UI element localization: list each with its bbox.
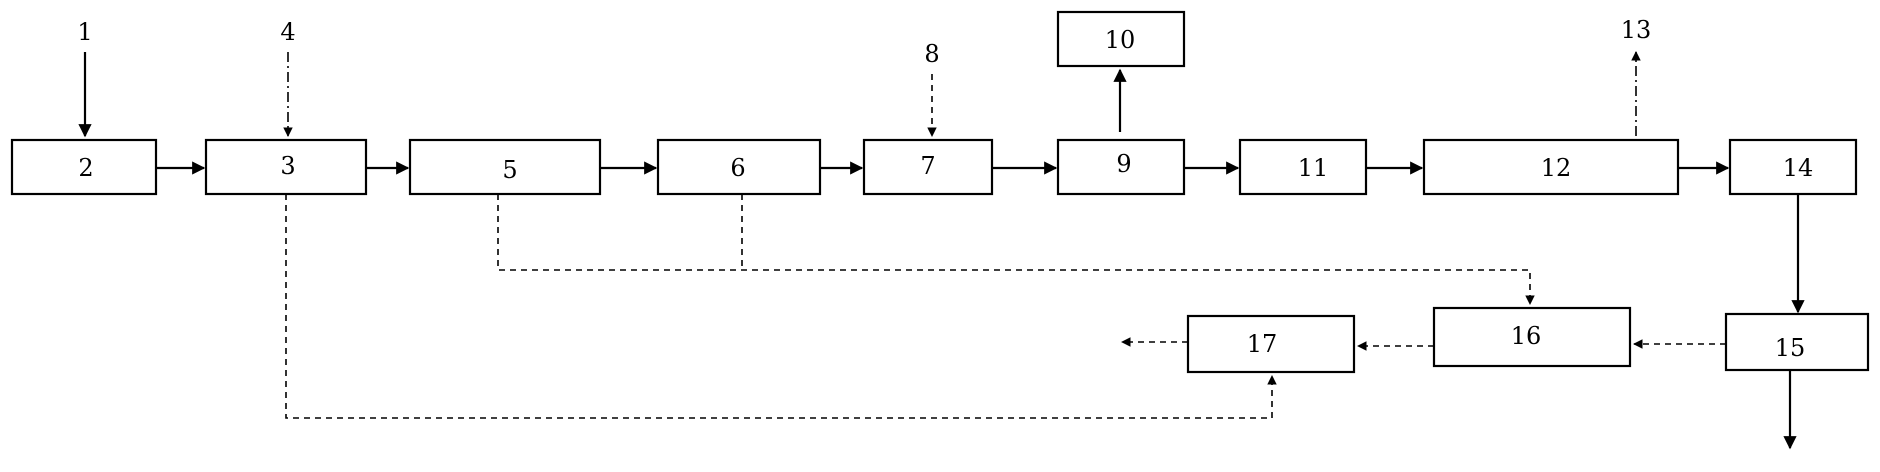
box-16-label: 16 (1511, 322, 1542, 350)
box-10: 10 (1056, 10, 1186, 68)
arrow-5-to-16 (497, 194, 1535, 305)
box-15-label: 15 (1775, 334, 1806, 362)
label-1: 1 (77, 18, 92, 46)
box-5-label: 5 (502, 156, 517, 184)
box-17: 17 (1186, 314, 1356, 374)
box-3: 3 (204, 138, 368, 196)
box-6-label: 6 (730, 154, 745, 182)
box-2: 2 (10, 138, 158, 196)
label-8: 8 (924, 40, 939, 68)
box-7-label: 7 (920, 152, 935, 180)
box-7: 7 (862, 138, 994, 196)
box-17-label: 17 (1247, 330, 1278, 358)
box-3-label: 3 (280, 152, 295, 180)
box-12-label: 12 (1541, 154, 1572, 182)
box-14-label: 14 (1783, 154, 1814, 182)
box-11: 11 (1238, 138, 1368, 196)
box-11-label: 11 (1298, 154, 1329, 182)
label-4: 4 (280, 18, 295, 46)
box-6: 6 (656, 138, 822, 196)
box-2-label: 2 (78, 154, 93, 182)
box-9: 9 (1056, 138, 1186, 196)
arrow-3-to-17 (285, 194, 1277, 419)
box-5: 5 (408, 138, 602, 196)
box-16: 16 (1432, 306, 1632, 368)
label-13: 13 (1621, 16, 1652, 44)
box-14: 14 (1728, 138, 1858, 196)
box-12: 12 (1422, 138, 1680, 196)
box-15: 15 (1724, 312, 1870, 372)
box-9-label: 9 (1116, 150, 1131, 178)
box-10-label: 10 (1105, 26, 1136, 54)
